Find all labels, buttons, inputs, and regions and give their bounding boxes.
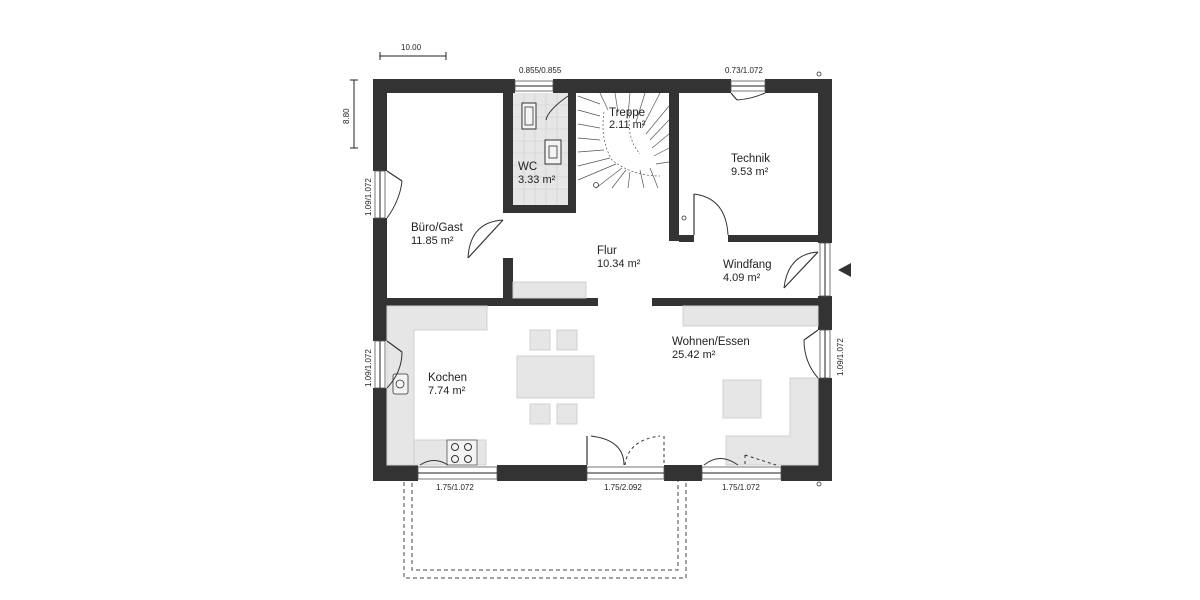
- door-wohnen-window: [803, 329, 819, 379]
- window-technik-top-label: 0.73/1.072: [725, 66, 763, 75]
- svg-text:Flur: Flur: [597, 245, 617, 257]
- window-kochen-left-label: 1.09/1.072: [364, 349, 373, 387]
- svg-text:WC: WC: [518, 161, 537, 173]
- corner-marker-bottom-icon: [816, 481, 822, 487]
- door-technik-window: [730, 92, 766, 101]
- door-kochen-window: [386, 340, 403, 389]
- window-wc-top-label: 0.855/0.855: [519, 66, 562, 75]
- svg-text:Büro/Gast: Büro/Gast: [411, 222, 464, 234]
- door-wohnen-bottom: [703, 454, 777, 466]
- room-label-technik: Technik 9.53 m²: [731, 153, 770, 178]
- terrace-outline: [403, 477, 687, 579]
- door-entrance: [783, 251, 819, 289]
- room-label-treppe: Treppe 2.11 m²: [609, 107, 646, 131]
- scale-height: 8.80: [342, 79, 358, 149]
- svg-text:9.53 m²: 9.53 m²: [731, 166, 769, 178]
- window-buero-left-label: 1.09/1.072: [364, 178, 373, 216]
- hall-cabinet: [512, 281, 587, 299]
- window-wohnen-bottom-label: 1.75/1.072: [722, 483, 760, 492]
- door-buero: [467, 219, 504, 259]
- room-label-kochen: Kochen 7.74 m²: [428, 372, 467, 397]
- exterior-walls: [373, 79, 832, 481]
- svg-text:4.09 m²: 4.09 m²: [723, 272, 761, 284]
- living-furniture: [682, 305, 819, 466]
- window-buero-left: 1.09/1.072: [364, 170, 386, 219]
- svg-text:Treppe: Treppe: [609, 107, 645, 119]
- svg-text:11.85 m²: 11.85 m²: [411, 235, 454, 247]
- window-kochen-left: 1.09/1.072: [364, 340, 386, 389]
- wc-fixtures: [513, 93, 569, 205]
- terrace-door-label: 1.75/2.092: [604, 483, 642, 492]
- window-wohnen-right: 1.09/1.072: [819, 329, 845, 379]
- scale-height-label: 8.80: [342, 108, 351, 124]
- dining-table: [516, 329, 595, 425]
- window-kochen-bottom: 1.75/1.072: [417, 466, 498, 492]
- kitchen-counter: [386, 305, 488, 466]
- room-label-flur: Flur 10.34 m²: [597, 245, 641, 270]
- svg-text:7.74 m²: 7.74 m²: [428, 385, 466, 397]
- room-label-buero: Büro/Gast 11.85 m²: [411, 222, 464, 247]
- door-technik: [681, 193, 729, 236]
- window-kochen-bottom-label: 1.75/1.072: [436, 483, 474, 492]
- window-wc-top: 0.855/0.855: [514, 66, 562, 92]
- scale-width-label: 10.00: [401, 43, 422, 52]
- interior-walls: [387, 93, 818, 306]
- room-label-windfang: Windfang 4.09 m²: [723, 259, 772, 284]
- svg-text:Technik: Technik: [731, 153, 770, 165]
- svg-text:Windfang: Windfang: [723, 259, 772, 271]
- staircase: [577, 92, 670, 189]
- entrance-opening: [819, 242, 831, 297]
- svg-text:Wohnen/Essen: Wohnen/Essen: [672, 336, 750, 348]
- door-kochen-bottom: [419, 460, 449, 466]
- door-buero-window: [386, 170, 403, 219]
- scale-width: 10.00: [379, 43, 447, 60]
- window-wohnen-right-label: 1.09/1.072: [836, 338, 845, 376]
- corner-marker-top-icon: [816, 71, 822, 77]
- window-technik-top: 0.73/1.072: [725, 66, 766, 92]
- svg-text:Kochen: Kochen: [428, 372, 467, 384]
- window-wohnen-bottom: 1.75/1.072: [701, 466, 782, 492]
- svg-text:3.33 m²: 3.33 m²: [518, 174, 556, 186]
- svg-text:25.42 m²: 25.42 m²: [672, 349, 716, 361]
- room-label-wc: WC 3.33 m²: [518, 161, 556, 186]
- door-terrace: [586, 435, 665, 466]
- terrace-door: 1.75/2.092: [586, 466, 665, 492]
- svg-text:10.34 m²: 10.34 m²: [597, 258, 641, 270]
- svg-text:2.11 m²: 2.11 m²: [609, 119, 646, 131]
- room-label-wohnen: Wohnen/Essen 25.42 m²: [672, 336, 750, 361]
- entrance-arrow-icon: [838, 263, 851, 277]
